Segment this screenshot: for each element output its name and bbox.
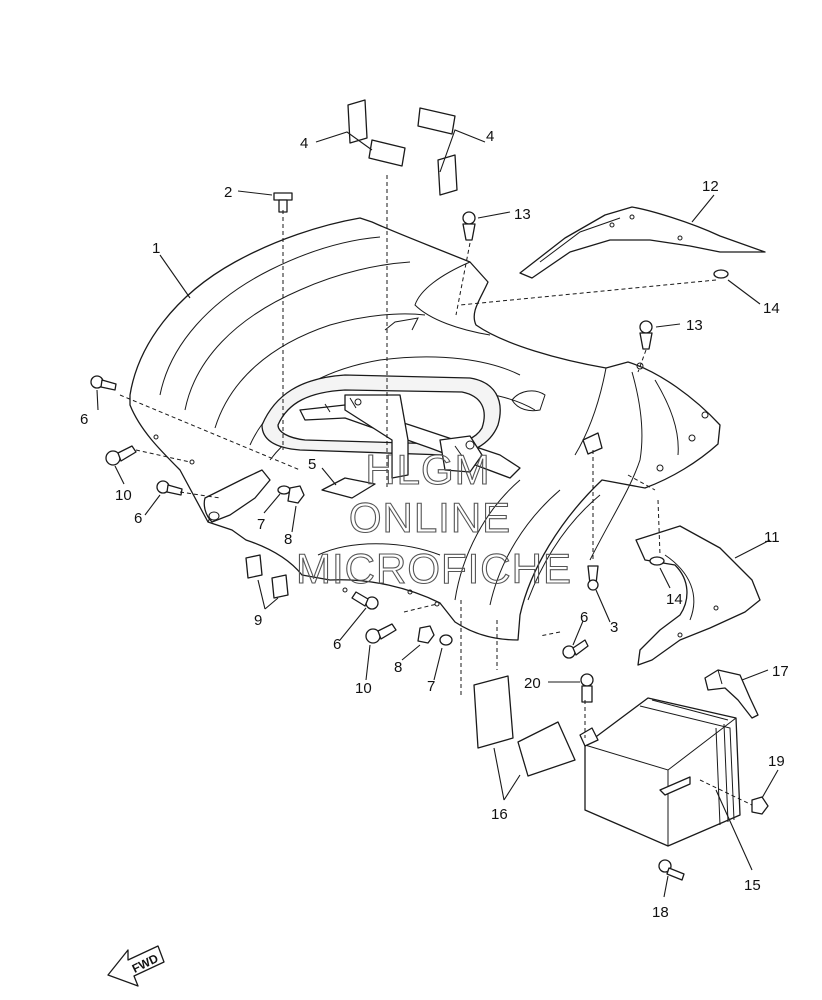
assembly-lines (119, 175, 753, 806)
callout-15: 15 (744, 877, 761, 894)
watermark-line-3: MICROFICHE (296, 545, 572, 592)
upper-guard-strip (519, 206, 766, 279)
callout-14-bottom: 14 (666, 591, 683, 608)
callout-14-top: 14 (763, 300, 780, 317)
callout-4-right: 4 (486, 128, 494, 145)
callout-18: 18 (652, 904, 669, 921)
callout-17: 17 (772, 663, 789, 680)
tool-box-bracket (704, 669, 759, 719)
watermark-line-2: ONLINE (349, 494, 511, 541)
callout-5: 5 (308, 456, 316, 473)
watermark-line-1: HLGM (365, 446, 490, 493)
callout-6-d: 6 (580, 609, 588, 626)
callout-10-b: 10 (355, 680, 372, 697)
fwd-arrow-icon (107, 945, 165, 987)
watermark: HLGM ONLINE MICROFICHE (295, 445, 572, 592)
callout-9: 9 (254, 612, 262, 629)
callout-8-b: 8 (394, 659, 402, 676)
callout-19: 19 (768, 753, 785, 770)
callout-6-c: 6 (333, 636, 341, 653)
callout-7-b: 7 (427, 678, 435, 695)
plate (321, 477, 376, 499)
callout-2: 2 (224, 184, 232, 201)
callout-8-a: 8 (284, 531, 292, 548)
callout-13-mid: 13 (686, 317, 703, 334)
callout-7-a: 7 (257, 516, 265, 533)
callout-20: 20 (524, 675, 541, 692)
leader-lines (96, 129, 779, 898)
callout-6-a: 6 (80, 411, 88, 428)
dampers (473, 675, 576, 777)
callout-4-left: 4 (300, 135, 308, 152)
callout-10-a: 10 (115, 487, 132, 504)
rear-fender (129, 217, 721, 641)
tool-box (579, 697, 741, 847)
callout-16: 16 (491, 806, 508, 823)
pads (347, 99, 458, 196)
callout-3: 3 (610, 619, 618, 636)
callout-labels: 1 2 3 4 4 5 6 6 6 6 7 7 8 8 9 10 10 11 1… (80, 128, 789, 921)
callout-6-b: 6 (134, 510, 142, 527)
clips (245, 554, 289, 599)
callout-13-top: 13 (514, 206, 531, 223)
callout-11: 11 (764, 529, 780, 546)
fwd-marker: FWD (107, 945, 165, 987)
callout-1: 1 (152, 240, 160, 257)
fasteners (90, 192, 769, 881)
callout-12: 12 (702, 178, 719, 195)
mud-guard (635, 525, 761, 666)
